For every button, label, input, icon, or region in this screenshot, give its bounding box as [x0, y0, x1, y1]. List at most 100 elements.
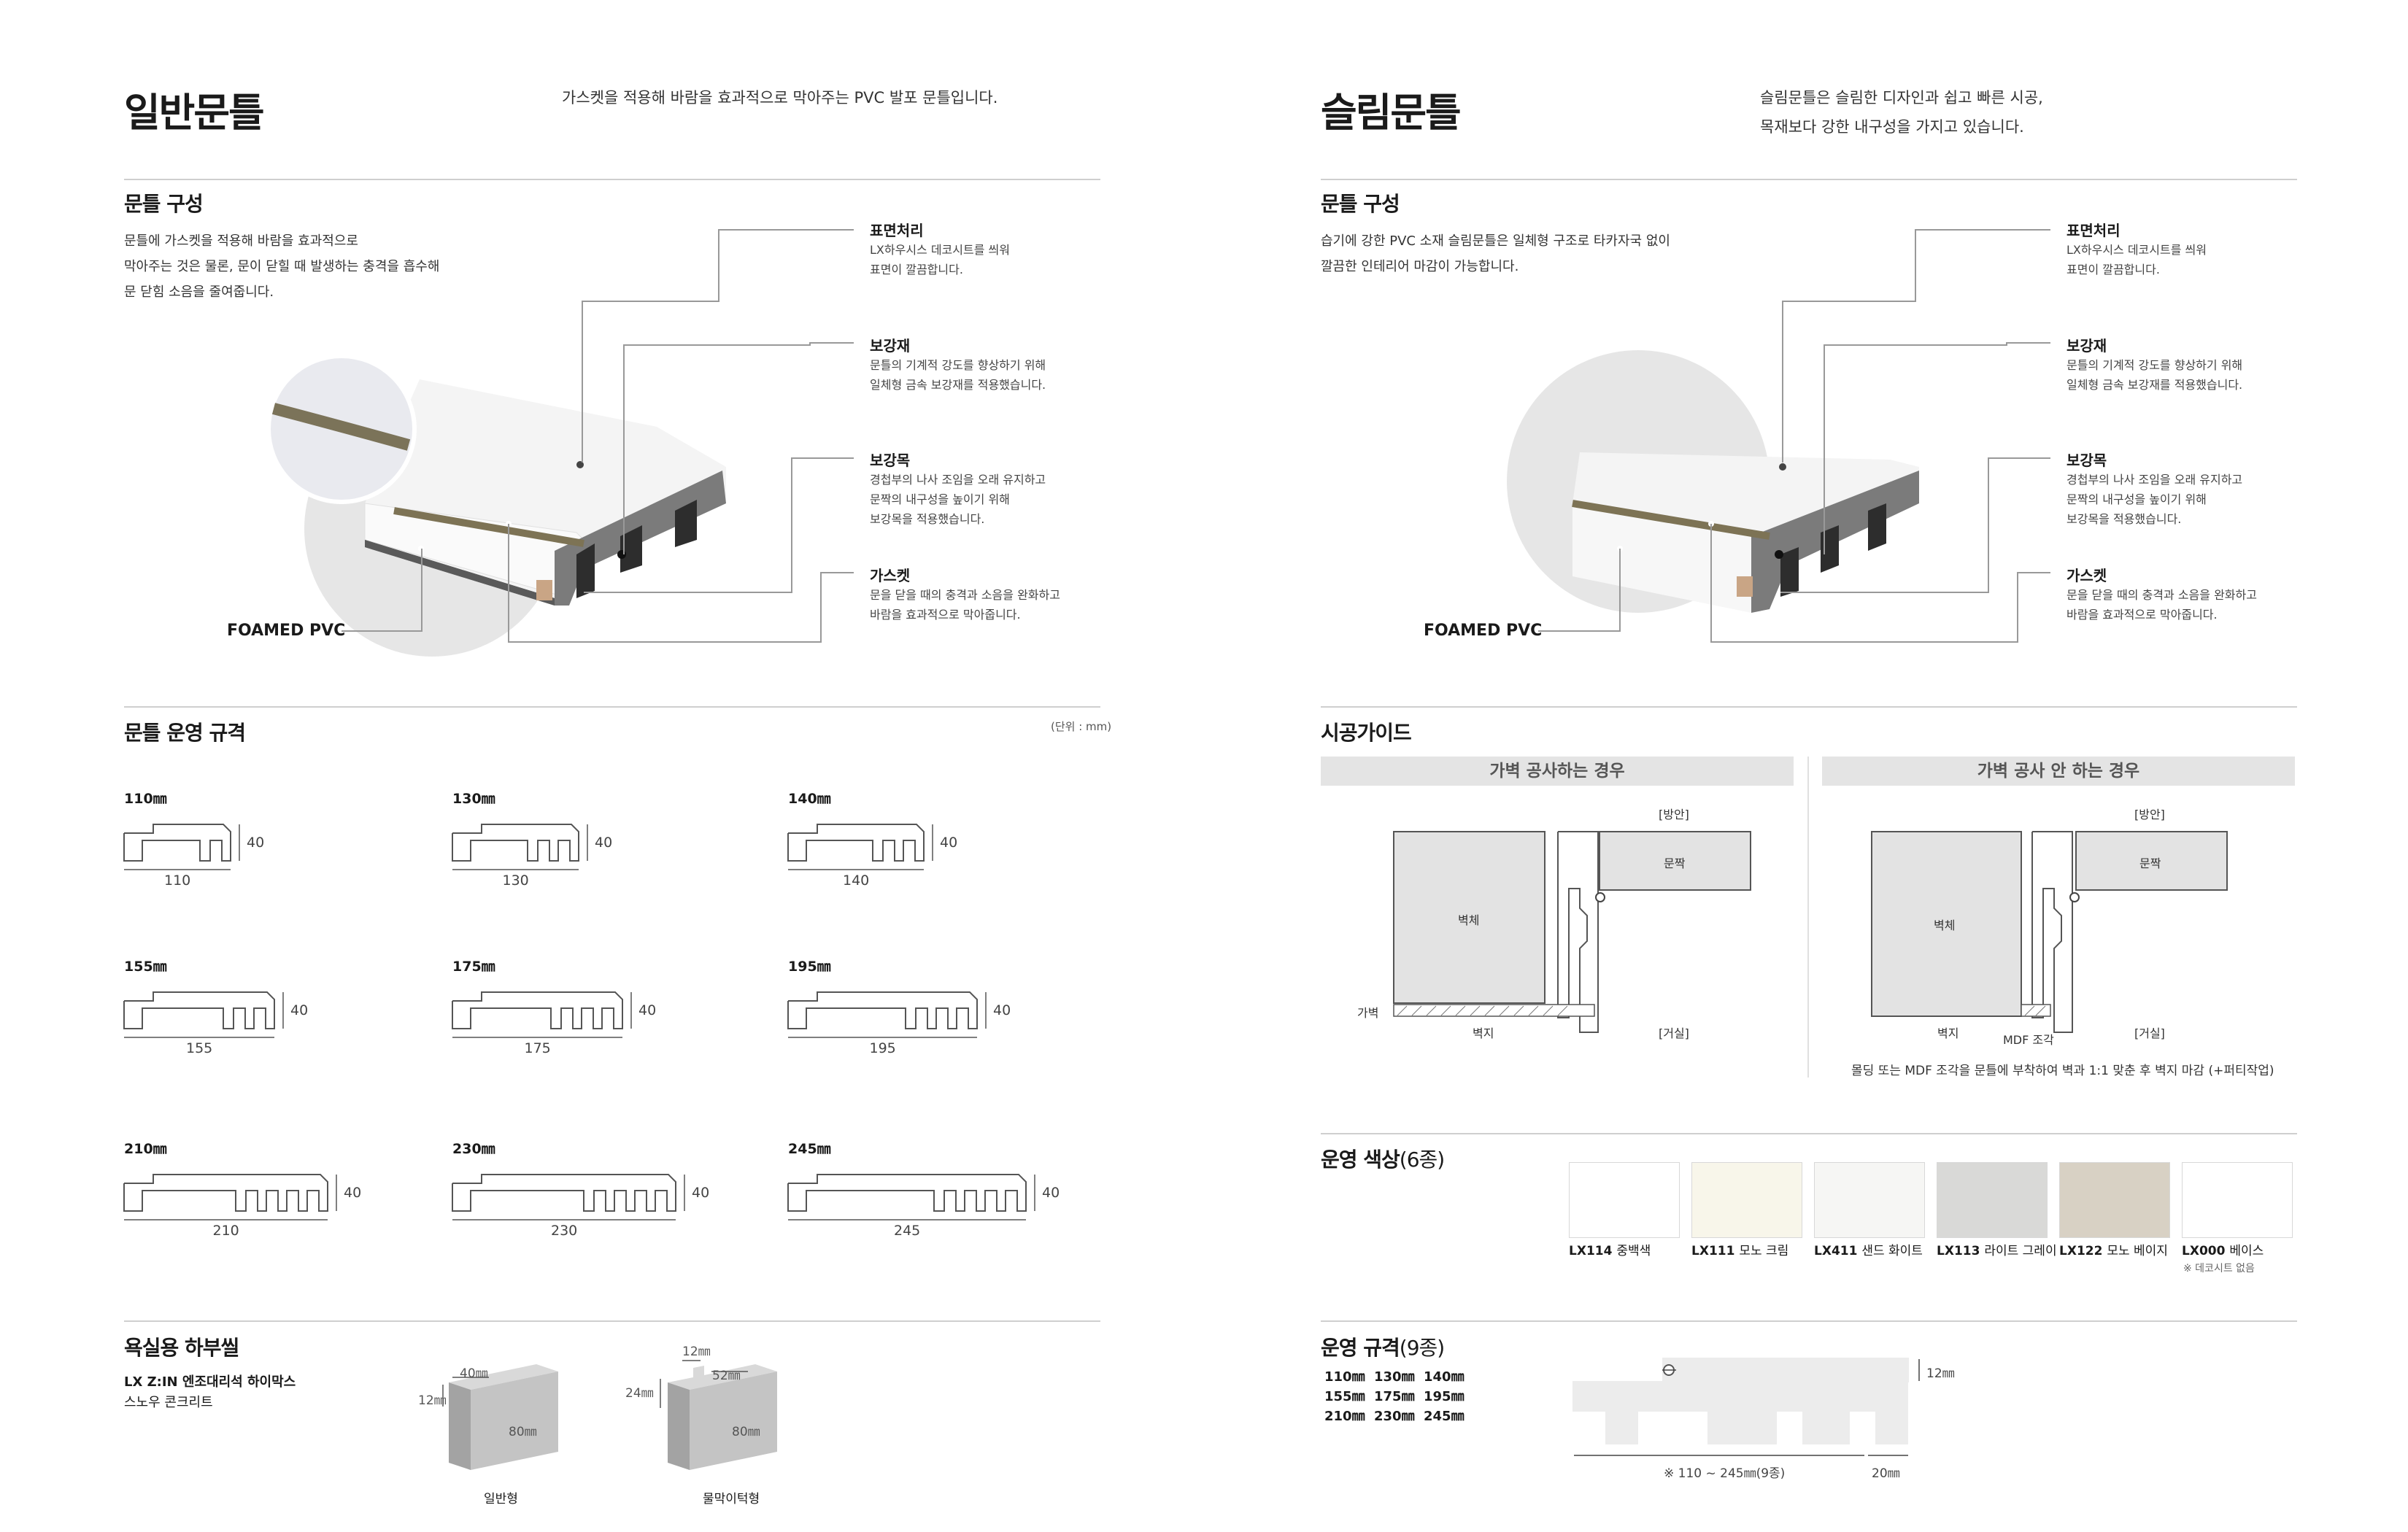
- colors-heading: 운영 색상(6종): [1321, 1148, 1445, 1172]
- color-name: 모노 베이지: [2107, 1244, 2168, 1258]
- guide-case1-band: 가벽 공사하는 경우: [1321, 757, 1794, 786]
- left-structure-heading: 문틀 구성: [124, 192, 204, 216]
- case1-door: 문짝: [1664, 856, 1686, 870]
- spec-profile-outline: [787, 824, 925, 862]
- size-item: 245㎜: [1424, 1409, 1465, 1424]
- spec-size-label: 130㎜: [452, 791, 495, 807]
- right-structure-heading: 문틀 구성: [1321, 192, 1400, 216]
- case2-wall: 벽체: [1934, 918, 1956, 932]
- case1-room: [방안]: [1659, 808, 1689, 821]
- spec-profile-outline: [787, 991, 978, 1029]
- left-title: 일반문틀: [124, 90, 265, 136]
- color-name: 모노 크림: [1739, 1244, 1789, 1258]
- case2-room: [방안]: [2134, 808, 2165, 821]
- right-feature-wood: 보강목 경첩부의 나사 조임을 오래 유지하고 문짝의 내구성을 높이기 위해 …: [2067, 452, 2243, 526]
- right-title: 슬림문틀: [1321, 90, 1462, 136]
- right-lead: 슬림문틀은 슬림한 디자인과 쉽고 빠른 시공, 목재보다 강한 내구성을 가지…: [1760, 89, 2043, 136]
- spec-profile-outline: [787, 1174, 1027, 1212]
- spec-size-label: 210㎜: [124, 1141, 167, 1157]
- case2-door: 문짝: [2139, 856, 2161, 870]
- spec-size-label: 155㎜: [124, 959, 167, 975]
- color-name: 베이스: [2229, 1244, 2264, 1258]
- bath-a-side: 12㎜: [418, 1393, 447, 1408]
- spec-size-label: 175㎜: [452, 959, 495, 975]
- slim-depth: 20㎜: [1872, 1466, 1900, 1481]
- color-note: ※ 데코시트 없음: [2183, 1263, 2255, 1274]
- case1-wallpaper: 벽지: [1473, 1026, 1494, 1040]
- size-item: 110㎜: [1324, 1369, 1365, 1385]
- color-code: LX000: [2182, 1244, 2230, 1258]
- left-structure-desc: 문틀에 가스켓을 적용해 바람을 효과적으로 막아주는 것은 물론, 문이 닫힐…: [124, 233, 440, 300]
- spec-width-label: 195: [869, 1040, 896, 1056]
- bath-b-top: 52㎜: [712, 1369, 741, 1383]
- guide-case2-band: 가벽 공사 안 하는 경우: [1822, 757, 2295, 786]
- color-caption: LX122 모노 베이지: [2059, 1240, 2168, 1258]
- size-item: 230㎜: [1374, 1409, 1415, 1424]
- color-code: LX111: [1691, 1244, 1740, 1258]
- spec-height-label: 40: [344, 1185, 362, 1201]
- spec-profile-outline: [123, 824, 231, 862]
- color-caption: LX111 모노 크림: [1691, 1240, 1788, 1258]
- case2-living: [거실]: [2134, 1026, 2165, 1040]
- spec-width-label: 230: [551, 1223, 578, 1239]
- right-specs-heading: 운영 규격(9종): [1321, 1336, 1445, 1360]
- unit-label: (단위 : mm): [1051, 720, 1112, 733]
- color-code: LX122: [2059, 1244, 2107, 1258]
- color-code: LX113: [1937, 1244, 1985, 1258]
- right-foamed-label: FOAMED PVC: [1424, 622, 1543, 640]
- spec-height-label: 40: [1042, 1185, 1060, 1201]
- spec-width-label: 140: [843, 873, 870, 889]
- bath-line2: 스노우 콘크리트: [124, 1395, 213, 1410]
- left-feature-wood: 보강목 경첩부의 나사 조임을 오래 유지하고 문짝의 내구성을 높이기 위해 …: [870, 452, 1046, 526]
- spec-width-label: 245: [894, 1223, 921, 1239]
- bath-b-height: 80㎜: [732, 1425, 760, 1439]
- spec-height-label: 40: [993, 1002, 1011, 1018]
- case1-false-wall: 가벽: [1357, 1006, 1379, 1020]
- color-name: 중백색: [1616, 1244, 1651, 1258]
- case2-mdf: MDF 조각: [2003, 1033, 2054, 1047]
- spec-height-label: 40: [940, 835, 958, 851]
- bath-a-height: 80㎜: [509, 1425, 537, 1439]
- bath-a-caption: 일반형: [484, 1492, 518, 1506]
- spec-size-label: 195㎜: [788, 959, 831, 975]
- spec-width-label: 210: [212, 1223, 239, 1239]
- left-feature-surface: 표면처리 LX하우시스 데코시트를 씌워 표면이 깔끔합니다.: [870, 222, 1010, 276]
- spec-size-label: 110㎜: [124, 791, 167, 807]
- divider: [1321, 1320, 2297, 1322]
- size-item: 130㎜: [1374, 1369, 1415, 1385]
- spec-height-label: 40: [595, 835, 613, 851]
- color-code: LX114: [1569, 1244, 1617, 1258]
- right-feature-reinforcement: 보강재 문틀의 기계적 강도를 향상하기 위해 일체형 금속 보강재를 적용했습…: [2067, 337, 2243, 392]
- spec-height-label: 40: [247, 835, 265, 851]
- color-swatch: [1937, 1162, 2048, 1238]
- spec-profile-outline: [452, 991, 623, 1029]
- divider: [124, 179, 1100, 180]
- divider: [1321, 1133, 2297, 1134]
- spec-height-label: 40: [638, 1002, 657, 1018]
- size-item: 175㎜: [1374, 1389, 1415, 1404]
- color-caption: LX411 샌드 화이트: [1814, 1240, 1923, 1258]
- spec-width-label: 130: [502, 873, 529, 889]
- left-feature-gasket: 가스켓 문을 닫을 때의 충격과 소음을 완화하고 바람을 효과적으로 막아줍니…: [870, 567, 1060, 622]
- case2-wallpaper: 벽지: [1937, 1026, 1959, 1040]
- guide-heading: 시공가이드: [1321, 721, 1412, 745]
- left-lead: 가스켓을 적용해 바람을 효과적으로 막아주는 PVC 발포 문틀입니다.: [562, 89, 998, 107]
- size-item: 155㎜: [1324, 1389, 1365, 1404]
- color-name: 샌드 화이트: [1861, 1244, 1923, 1258]
- bath-b-caption: 물막이턱형: [703, 1492, 760, 1506]
- slim-lip: 12㎜: [1926, 1366, 1955, 1381]
- left-specs-heading: 문틀 운영 규격: [124, 721, 246, 745]
- slim-range: ※ 110 ~ 245㎜(9종): [1664, 1466, 1786, 1481]
- color-swatch: [2182, 1162, 2293, 1238]
